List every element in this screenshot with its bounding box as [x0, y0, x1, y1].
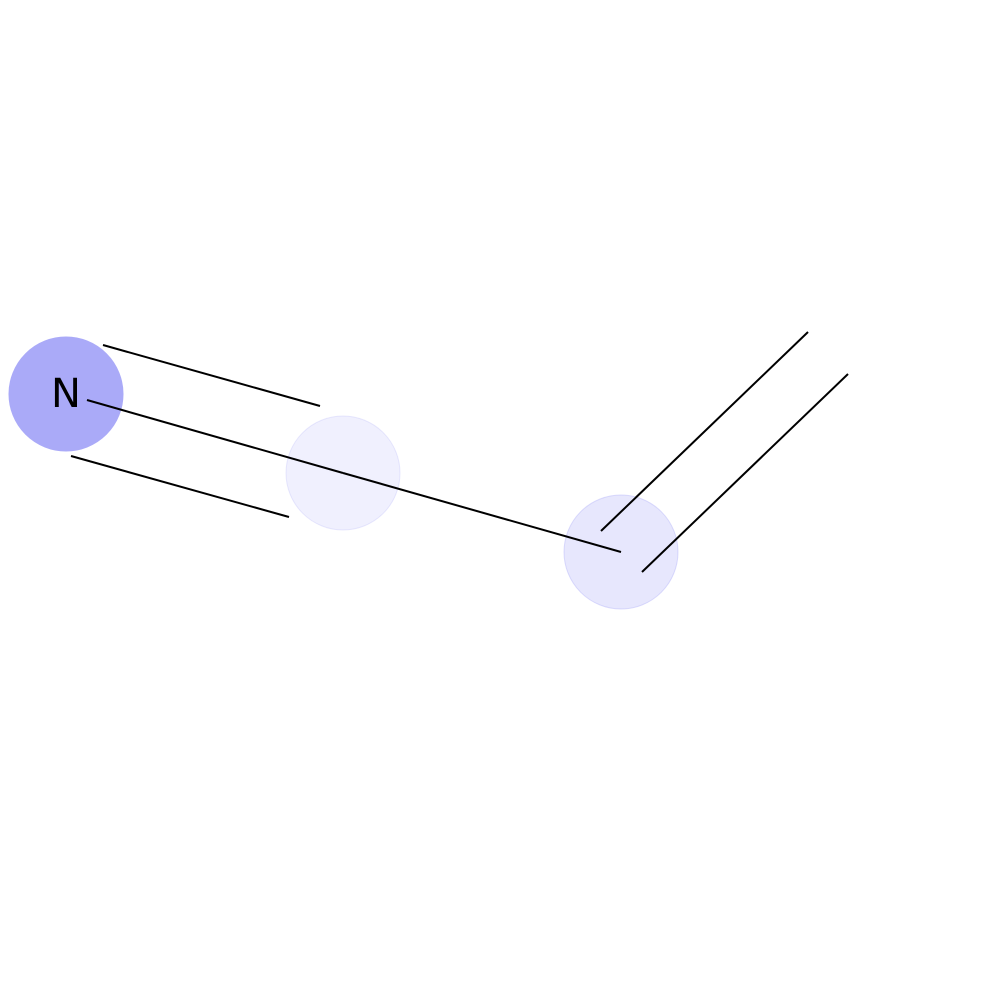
bond-b3-double: [600, 331, 849, 573]
bond-b1-line-lower: [70, 455, 290, 518]
bond-b3-line-lower: [641, 373, 849, 573]
bond-layer: [70, 331, 849, 573]
bond-b1-line-center: [86, 399, 344, 474]
atom-highlight-a1: [8, 336, 124, 452]
bond-b3-line-upper: [600, 331, 809, 532]
atom-label-a1: N: [51, 371, 81, 417]
bond-b2-line: [342, 472, 622, 553]
bond-b1-triple: [70, 344, 344, 518]
bond-b1-line-upper: [102, 344, 321, 407]
bond-b2-single: [342, 472, 622, 553]
atom-label-layer: N: [51, 371, 81, 417]
